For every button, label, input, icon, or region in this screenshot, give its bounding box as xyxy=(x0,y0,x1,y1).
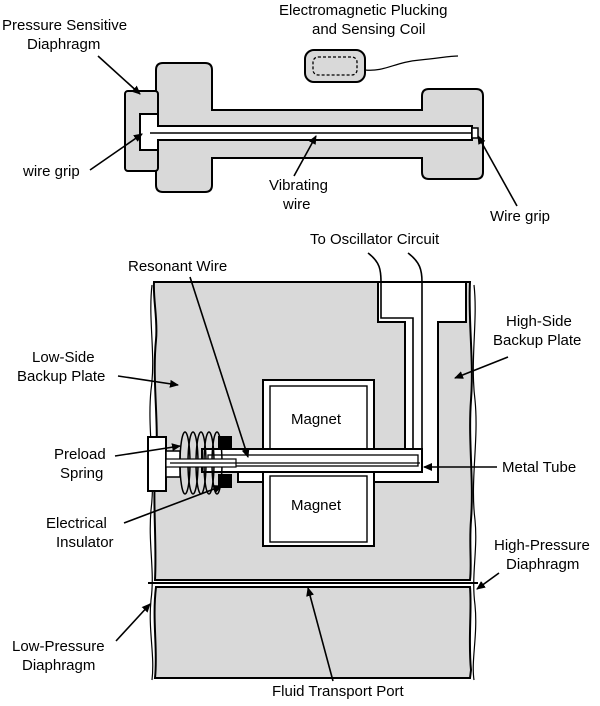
label-to-oscillator: To Oscillator Circuit xyxy=(310,231,440,248)
label-magnet-top: Magnet xyxy=(291,411,342,428)
oscillator-channel xyxy=(237,281,467,483)
pointer-wire-grip-right xyxy=(477,135,518,207)
label-preload-line2: Spring xyxy=(60,465,103,482)
label-metal-tube: Metal Tube xyxy=(502,459,576,476)
right-wavy-edge xyxy=(472,284,477,681)
label-low-side-line2: Backup Plate xyxy=(17,368,105,385)
magnet-bottom-inner xyxy=(269,475,368,543)
pointer-vibrating-wire xyxy=(293,135,317,177)
label-coil-line1: Electromagnetic Plucking xyxy=(279,2,447,19)
coil-lead-wire xyxy=(364,55,459,71)
spring-end-plate xyxy=(147,436,167,492)
right-wire-grip-tip xyxy=(471,127,479,139)
insulator-bottom xyxy=(218,474,232,488)
label-low-side-line1: Low-Side xyxy=(32,349,95,366)
pointer-high-pressure xyxy=(476,572,500,590)
pointer-fluid-port xyxy=(306,587,334,682)
wire-bore xyxy=(139,113,473,151)
label-vibrating-wire-line2: wire xyxy=(282,196,311,213)
insulator-top xyxy=(218,436,232,450)
pointer-high-side xyxy=(454,356,509,379)
label-resonant-wire: Resonant Wire xyxy=(128,258,227,275)
label-low-pressure-line2: Diaphragm xyxy=(22,657,95,674)
pointer-pressure-diaphragm xyxy=(97,55,141,95)
label-wire-grip-left: wire grip xyxy=(22,163,80,180)
label-insulator-line1: Electrical xyxy=(46,515,107,532)
top-vibrating-wire-sensor: Pressure Sensitive Diaphragm Electromagn… xyxy=(2,2,550,225)
magnet-top-inner xyxy=(269,385,368,453)
bottom-resonant-wire-transmitter: To Oscillator Circuit Resonant Wire High… xyxy=(12,231,590,700)
pointer-wire-grip-left xyxy=(89,133,143,171)
coil-body xyxy=(304,49,366,83)
left-wavy-edge xyxy=(149,284,154,681)
oscillator-lead-left xyxy=(367,252,414,448)
label-high-pressure-line2: Diaphragm xyxy=(506,556,579,573)
pointer-low-pressure xyxy=(115,603,151,642)
label-insulator-line2: Insulator xyxy=(56,534,114,551)
label-coil-line2: and Sensing Coil xyxy=(312,21,425,38)
coil-inner-dashed xyxy=(312,56,358,76)
label-high-side-line1: High-Side xyxy=(506,313,572,330)
label-high-side-line2: Backup Plate xyxy=(493,332,581,349)
pointer-insulator xyxy=(123,485,223,524)
oscillator-lead-right xyxy=(407,252,423,458)
pointer-resonant-wire xyxy=(189,276,250,458)
label-pressure-diaphragm-line1: Pressure Sensitive xyxy=(2,17,127,34)
label-fluid-port: Fluid Transport Port xyxy=(272,683,405,700)
label-high-pressure-line1: High-Pressure xyxy=(494,537,590,554)
label-pressure-diaphragm-line2: Diaphragm xyxy=(27,36,100,53)
metal-tube-inner xyxy=(207,454,419,467)
label-low-pressure-line1: Low-Pressure xyxy=(12,638,105,655)
pointer-preload-spring xyxy=(114,443,181,457)
label-preload-line1: Preload xyxy=(54,446,106,463)
pointer-low-side xyxy=(117,375,179,388)
label-wire-grip-right: Wire grip xyxy=(490,208,550,225)
label-magnet-bottom: Magnet xyxy=(291,497,342,514)
label-vibrating-wire-line1: Vibrating xyxy=(269,177,328,194)
fluid-port-section xyxy=(153,586,473,679)
